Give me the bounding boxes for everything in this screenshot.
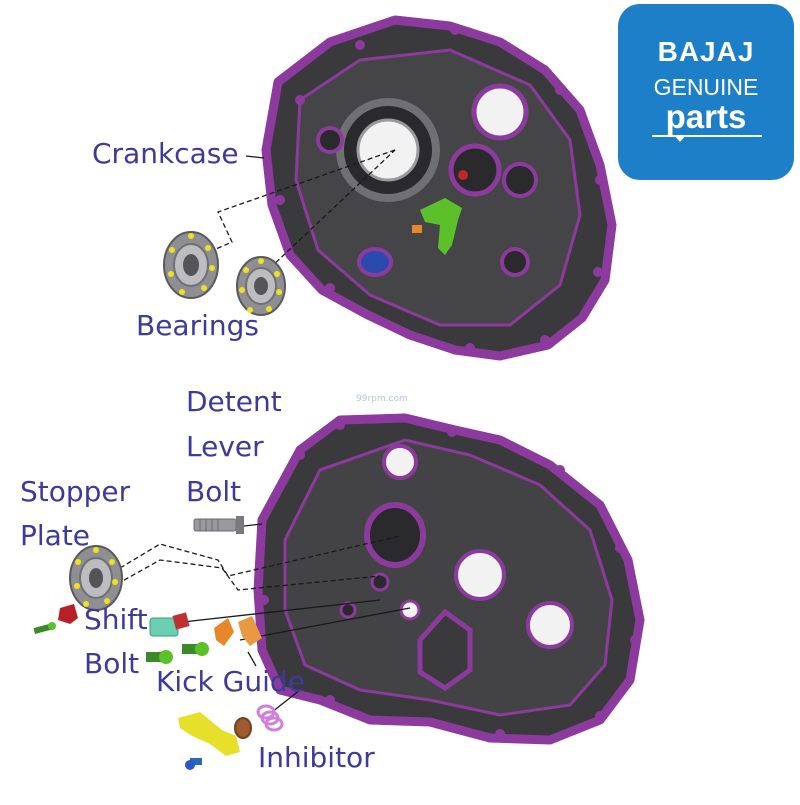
upper-small-bore-3 <box>316 126 344 154</box>
label-stopper-line-1: Stopper <box>20 475 131 508</box>
logo-parts-text: parts <box>665 98 747 135</box>
lower-upper-bore <box>382 444 418 480</box>
label-shift-line-2: Bolt <box>84 647 140 680</box>
lower-small-bore-2 <box>339 601 357 619</box>
lower-crankshaft-bore <box>364 502 426 568</box>
upper-gear-bore <box>471 83 529 141</box>
upper-red-dot <box>458 170 468 180</box>
upper-crankshaft-bore-inner <box>356 118 420 182</box>
stopper-plate-red <box>58 604 78 624</box>
label-detent-line-1: Detent <box>186 385 282 418</box>
bearing-2 <box>236 256 286 316</box>
kick-guide-part-2 <box>238 616 262 646</box>
shift-green-bolt-1 <box>146 650 173 664</box>
upper-crankcase <box>261 15 617 361</box>
label-inhibitor: Inhibitor <box>258 741 375 774</box>
lower-edge-bolt-holes <box>259 420 640 739</box>
logo-genuine-text: GENUINE <box>653 74 759 100</box>
label-kick-guide: Kick Guide <box>156 665 305 698</box>
logo-arrow-icon <box>674 135 686 142</box>
inhibitor-blue-screw <box>185 758 202 770</box>
shift-shaft-bush <box>149 612 190 637</box>
shift-green-bolt-2 <box>182 642 209 656</box>
upper-small-bore-1 <box>502 162 538 198</box>
small-green-screw <box>33 622 56 634</box>
upper-blue-plug <box>357 247 393 277</box>
label-crankcase: Crankcase <box>92 137 239 170</box>
kick-guide-part-1 <box>214 618 234 646</box>
inhibitor-washer <box>234 717 252 739</box>
detent-lever-bolt-part <box>193 516 244 534</box>
lower-crankcase <box>253 413 645 745</box>
upper-orange-tab <box>412 225 422 233</box>
lower-leader-lines <box>109 523 411 713</box>
watermark: 99rpm.com <box>356 394 408 404</box>
label-detent-line-3: Bolt <box>186 475 242 508</box>
logo-brand-text: BAJAJ <box>657 36 755 67</box>
upper-shaft-bore <box>448 143 502 197</box>
inhibitor-yellow-lever <box>178 712 240 756</box>
lower-crankcase-inner-rib <box>283 438 614 717</box>
lower-small-bore-1 <box>370 572 390 592</box>
stopper-plate-bearing <box>69 545 123 611</box>
label-shift-line-1: Shift <box>84 603 148 636</box>
lower-small-bore-3 <box>399 599 421 621</box>
label-detent-line-2: Lever <box>186 430 264 463</box>
bearing-1 <box>163 231 219 299</box>
bajaj-genuine-parts-logo: BAJAJ GENUINE parts <box>618 4 794 180</box>
lower-right-bore <box>454 549 506 601</box>
lower-kick-boss <box>417 608 473 692</box>
label-stopper-line-2: Plate <box>20 519 91 552</box>
upper-edge-bolt-holes <box>275 25 605 353</box>
upper-green-lever <box>420 198 462 255</box>
label-bearings: Bearings <box>136 309 259 342</box>
logo-underline <box>652 135 762 137</box>
inhibitor-spring <box>256 704 284 732</box>
lower-far-right-bore <box>526 601 574 649</box>
upper-small-bore-2 <box>500 247 530 277</box>
